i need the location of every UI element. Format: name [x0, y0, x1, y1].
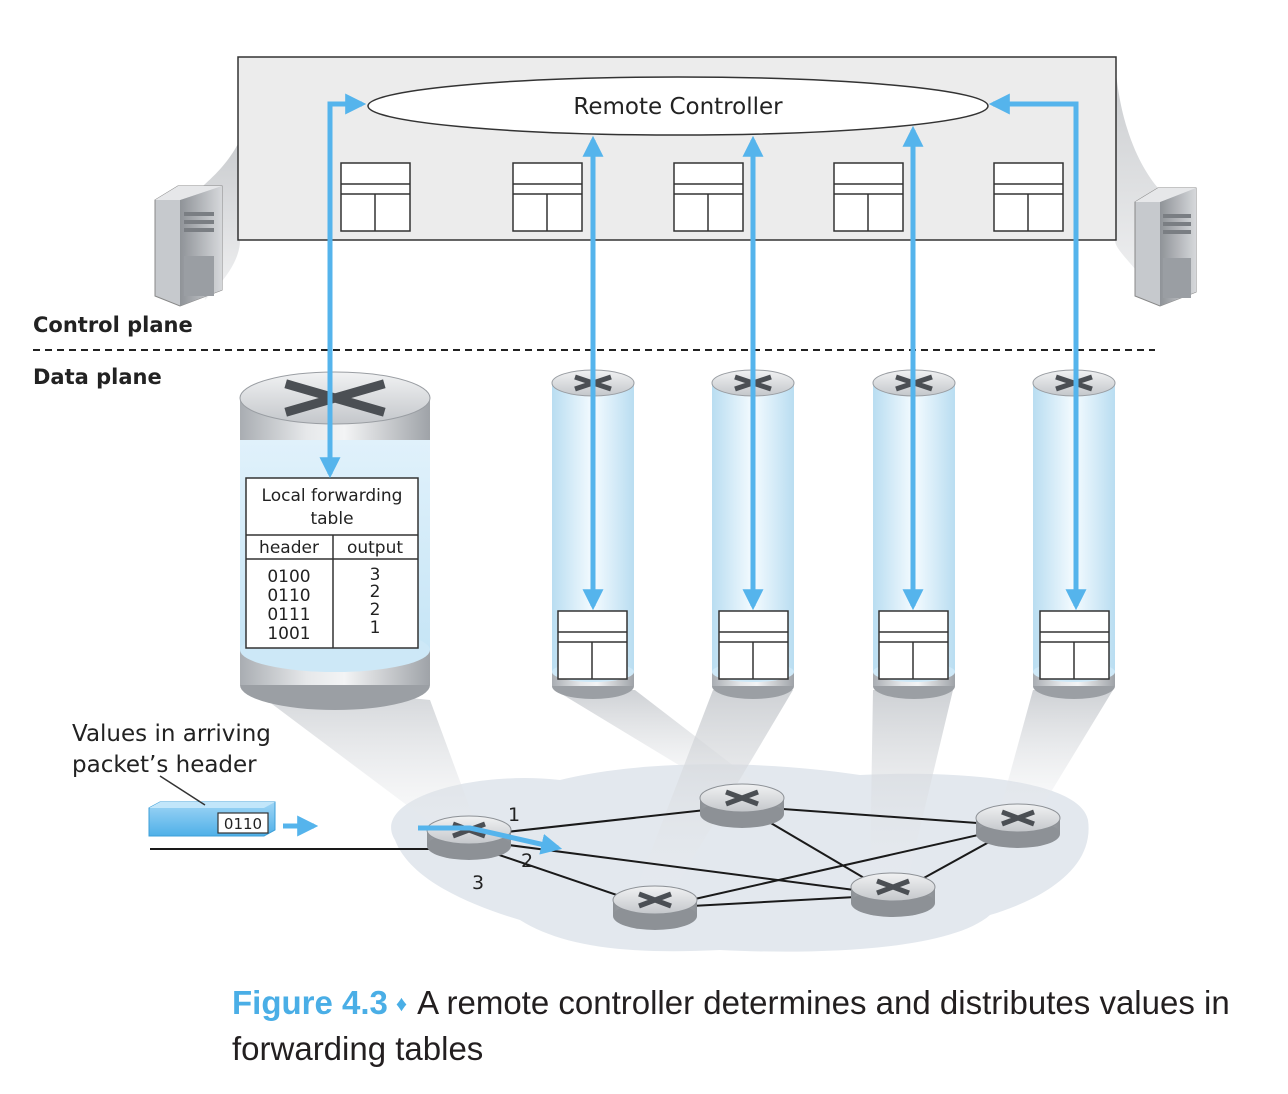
arriving-packet: 0110 — [148, 801, 319, 837]
router-cylinder-3 — [711, 369, 795, 699]
forwarding-table-title-line1: Local forwarding — [262, 486, 403, 506]
controller-link-arrow-1 — [319, 93, 367, 479]
packet-path-arrow — [418, 825, 563, 855]
caption-text: A remote controller determines and distr… — [232, 984, 1230, 1067]
router-icon-bottom-right — [850, 872, 936, 917]
caption-separator: ♦ — [395, 991, 408, 1016]
packet-annotation-line1: Values in arriving — [72, 721, 271, 747]
router-icon-main — [426, 815, 512, 860]
forwarding-table-col-output: output — [347, 538, 403, 558]
figure-label: Figure 4.3 — [232, 984, 388, 1021]
packet-header-value: 0110 — [224, 815, 262, 833]
forwarding-table-output-cell: 2 — [370, 600, 381, 620]
beam-main — [240, 680, 478, 830]
port-label-3: 3 — [472, 872, 484, 894]
packet-annotation-line2: packet’s header — [72, 752, 257, 778]
port-label-1: 1 — [508, 804, 520, 826]
forwarding-table-output-cell: 1 — [370, 618, 381, 638]
forwarding-table-header-cell: 0110 — [267, 586, 310, 606]
figure-caption: Figure 4.3 ♦A remote controller determine… — [232, 982, 1262, 1070]
controller-table-icon-4 — [833, 162, 904, 232]
controller-table-icon-5 — [993, 162, 1064, 232]
forwarding-table-header-cell: 1001 — [267, 624, 310, 644]
data-plane-label: Data plane — [33, 365, 162, 389]
forwarding-table-header-cell: 0111 — [267, 605, 310, 625]
router-icon-top — [699, 783, 785, 828]
beam-5 — [1000, 690, 1113, 810]
server-left-icon — [154, 185, 223, 307]
remote-controller-ellipse — [367, 76, 989, 136]
server-right-icon — [1134, 187, 1197, 307]
controller-table-icon-3 — [673, 162, 744, 232]
forwarding-table-output-cell: 2 — [370, 582, 381, 602]
router-icon-right — [975, 803, 1061, 848]
port-label-2: 2 — [521, 850, 533, 872]
remote-controller-label: Remote Controller — [573, 94, 783, 120]
control-plane-label: Control plane — [33, 313, 193, 337]
forwarding-table-title-line2: table — [310, 509, 353, 529]
router-icon-bottom-left — [612, 885, 698, 930]
local-forwarding-table: Local forwarding table header output 010… — [245, 477, 419, 649]
beam-4 — [870, 690, 953, 870]
controller-table-icon-1 — [340, 162, 411, 232]
controller-link-arrow-5 — [988, 93, 1087, 611]
forwarding-table-output-cell: 3 — [370, 565, 381, 585]
controller-table-icon-2 — [512, 162, 583, 232]
packet-annotation-leader — [159, 775, 206, 806]
forwarding-table-header-cell: 0100 — [267, 567, 310, 587]
forwarding-table-col-header: header — [259, 538, 319, 558]
beam-3 — [640, 690, 793, 880]
